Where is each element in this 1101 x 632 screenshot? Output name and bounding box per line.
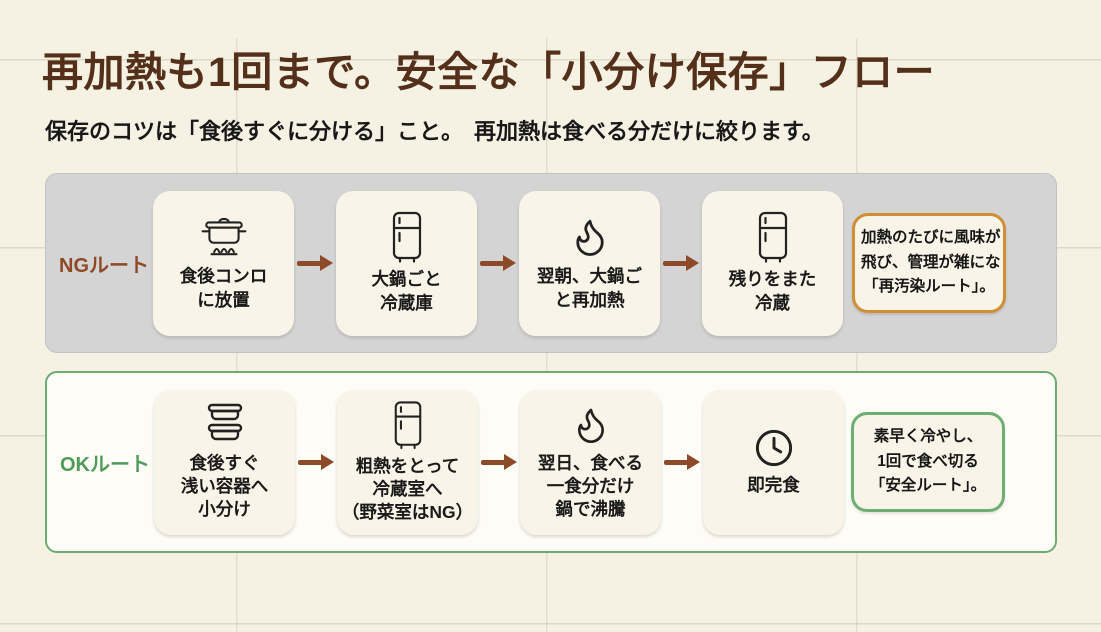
flow-arrow: [295, 454, 337, 470]
step-label: 即完食: [747, 474, 800, 495]
step-label: 食後コンロ に放置: [179, 266, 268, 310]
step-card-ng-reheat-whole-pot: 翌朝、大鍋ご と再加熱: [519, 190, 660, 336]
fridge-icon: [756, 211, 790, 264]
step-label: 残りをまた 冷蔵: [728, 269, 817, 313]
ok-route-section: OKルート 食後すぐ 浅い容器へ 小分け: [45, 371, 1057, 553]
flow-arrow: [661, 454, 703, 470]
stacked-containers-icon: [199, 403, 251, 447]
step-card-ng-refrigerate-rest-again: 残りをまた 冷蔵: [702, 190, 843, 336]
step-label: 粗熱をとって 冷蔵室へ （野菜室はNG）: [341, 455, 474, 523]
step-label: 大鍋ごと 冷蔵庫: [371, 269, 442, 313]
step-label: 翌日、食べる 一食分だけ 鍋で沸騰: [538, 452, 643, 520]
ok-route-label: OKルート: [60, 453, 150, 476]
step-card-ok-cool-then-fridge: 粗熱をとって 冷蔵室へ （野菜室はNG）: [337, 389, 478, 535]
step-card-ok-boil-one-portion: 翌日、食べる 一食分だけ 鍋で沸騰: [520, 389, 661, 535]
page-subtitle: 保存のコツは「食後すぐに分ける」こと。 再加熱は食べる分だけに絞ります。: [45, 119, 824, 144]
flow-arrow: [660, 255, 702, 271]
flame-icon: [569, 214, 611, 260]
step-card-ok-eat-immediately: 即完食: [703, 389, 844, 535]
flow-arrow: [294, 255, 336, 271]
step-label: 食後すぐ 浅い容器へ 小分け: [180, 452, 269, 520]
step-card-ok-divide-into-containers: 食後すぐ 浅い容器へ 小分け: [154, 389, 295, 535]
fridge-icon: [392, 400, 424, 450]
step-label: 翌朝、大鍋ご と再加熱: [537, 266, 642, 310]
page-title: 再加熱も1回まで。安全な「小分け保存」フロー: [42, 49, 936, 95]
infographic-canvas: 再加熱も1回まで。安全な「小分け保存」フロー 保存のコツは「食後すぐに分ける」こ…: [0, 38, 1101, 632]
flame-icon: [571, 403, 611, 447]
ok-route-note: 素早く冷やし、 1回で食べ切る 「安全ルート」。: [851, 411, 1005, 513]
fridge-icon: [390, 211, 424, 264]
flow-arrow: [477, 255, 519, 271]
step-card-ng-leave-on-stove: 食後コンロ に放置: [153, 190, 294, 336]
ng-route-label: NGルート: [59, 254, 149, 277]
ng-route-note: 加熱のたびに風味が 飛び、管理が雑にな 「再汚染ルート」。: [852, 212, 1006, 314]
flow-arrow: [478, 454, 520, 470]
step-card-ng-whole-pot-fridge: 大鍋ごと 冷蔵庫: [336, 190, 477, 336]
clock-icon: [753, 427, 795, 469]
pot-on-stove-icon: [199, 214, 249, 260]
ng-route-section: NGルート 食後コンロ に放置: [45, 173, 1057, 353]
